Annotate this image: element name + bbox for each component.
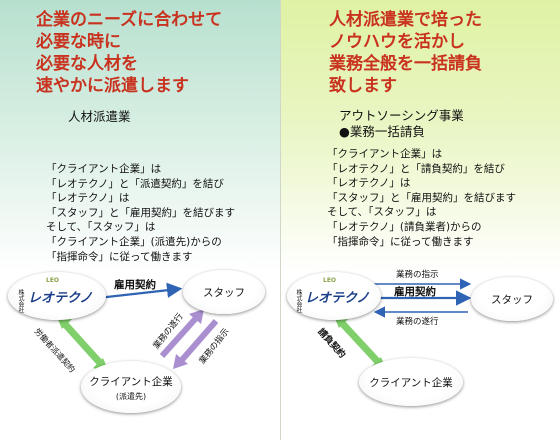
leotechno-logo: レオテクノ: [305, 291, 370, 306]
right-heading-line: ノウハウを活かし: [329, 32, 465, 52]
logo-leo-text: LEO: [46, 277, 60, 284]
client-node: クライアント企業: [359, 358, 463, 406]
work-execution-arrow: [159, 314, 200, 359]
right-subheading-line: アウトソーシング事業: [339, 108, 464, 123]
left-body-line: そして、「スタッフ」は: [46, 221, 156, 234]
work-execution-label: 業務の遂行: [396, 317, 439, 327]
logo-corp: 株式会社: [295, 289, 302, 313]
work-execution-arrow-head: [189, 309, 204, 324]
left-body-line: 「レオテクノ」と「派遣契約」を結び: [46, 177, 224, 190]
right-subheading-line: ●業務一括請負: [339, 124, 425, 139]
right-heading-line: 業務全般を一括請負: [329, 54, 482, 74]
right-body-line: 「クライアント企業」は: [327, 148, 443, 160]
left-body-line: 「指揮命令」に従って働きます: [46, 250, 193, 263]
client-label: クライアント企業: [369, 377, 453, 389]
client-label: クライアント企業: [89, 376, 173, 388]
left-body: 「クライアント企業」は 「レオテクノ」と「派遣契約」を結び 「レオテクノ」は 「…: [46, 162, 235, 264]
left-subheading: 人材派遣業: [68, 109, 131, 124]
work-instruction-arrow: [178, 319, 219, 363]
left-body-line: 「クライアント企業」(派遣先)からの: [46, 235, 222, 248]
left-body-line: 「スタッフ」と「雇用契約」を結びます: [46, 206, 235, 219]
dispatch-contract-arrow: [61, 320, 104, 367]
contract-arrow: [338, 319, 382, 366]
right-body-line: 「レオテクノ」と「請負契約」を結び: [327, 162, 505, 175]
logo-corp: 株式会社: [17, 289, 24, 313]
staff-label: スタッフ: [203, 287, 245, 299]
leotechno-logo: レオテクノ: [28, 291, 93, 306]
left-heading-line: 必要な時に: [36, 32, 121, 52]
right-panel: 人材派遣業で培った ノウハウを活かし 業務全般を一括請負 致します アウトソーシ…: [281, 0, 560, 440]
left-body-line: 「クライアント企業」は: [46, 163, 162, 175]
left-heading-line: 速やかに派遣します: [36, 76, 189, 96]
right-heading-line: 人材派遣業で培った: [329, 10, 482, 30]
right-body: 「クライアント企業」は 「レオテクノ」と「請負契約」を結び 「レオテクノ」は 「…: [327, 147, 516, 249]
staff-label: スタッフ: [491, 294, 533, 306]
work-instruction-arrow-head: [173, 354, 188, 369]
right-body-line: 「スタッフ」と「雇用契約」を結びます: [327, 191, 516, 204]
panel-divider: [280, 0, 281, 440]
right-body-line: そして、「スタッフ」は: [327, 206, 437, 219]
right-body-line: 「指揮命令」に従って働きます: [327, 235, 474, 248]
staff-node: スタッフ: [183, 270, 265, 314]
employment-contract-arrow: [86, 282, 183, 307]
left-body-line: 「レオテクノ」は: [46, 192, 130, 205]
employment-contract-label: 雇用契約: [394, 286, 436, 298]
employment-contract-label: 雇用契約: [114, 279, 156, 291]
logo-leo-text: LEO: [323, 277, 337, 284]
work-instruction-label: 業務の指示: [396, 270, 439, 280]
left-heading: 企業のニーズに合わせて 必要な時に 必要な人材を 速やかに派遣します: [36, 9, 222, 97]
left-panel: 企業のニーズに合わせて 必要な時に 必要な人材を 速やかに派遣します 人材派遣業…: [0, 0, 281, 440]
right-body-line: 「レオテクノ」は: [327, 177, 411, 190]
left-heading-line: 企業のニーズに合わせて: [36, 10, 223, 30]
right-heading-line: 致します: [329, 76, 397, 96]
client-sub-label: (派遣先): [115, 392, 147, 401]
staff-node: スタッフ: [471, 277, 553, 321]
right-body-line: 「レオテクノ」(請負業者)からの: [327, 220, 482, 233]
left-heading-line: 必要な人材を: [36, 54, 138, 74]
leotechno-node: LEO 株式会社 レオテクノ: [8, 272, 106, 320]
client-node: クライアント企業 (派遣先): [81, 361, 181, 413]
leotechno-node: LEO 株式会社 レオテクノ: [287, 272, 381, 320]
right-subheading: アウトソーシング事業 ●業務一括請負: [339, 108, 464, 140]
right-heading: 人材派遣業で培った ノウハウを活かし 業務全般を一括請負 致します: [329, 9, 482, 97]
